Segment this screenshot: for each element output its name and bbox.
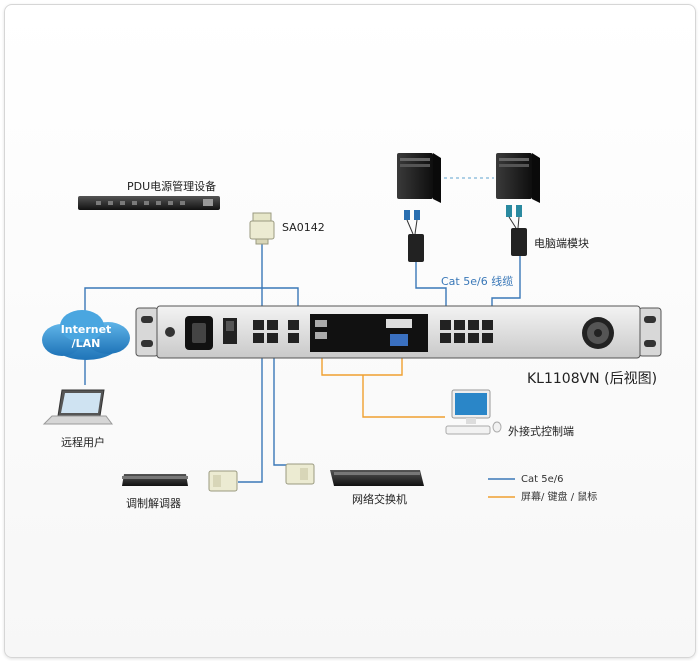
legend: Cat 5e/6 屏幕/ 键盘 / 鼠标 xyxy=(488,474,597,503)
switch-label: 网络交换机 xyxy=(352,492,407,506)
console-cable-kvm xyxy=(321,350,403,376)
console-label: 外接式控制端 xyxy=(508,424,574,438)
pdu-device xyxy=(78,196,220,210)
internet-cloud xyxy=(42,310,130,360)
pdu-label: PDU电源管理设备 xyxy=(127,179,216,193)
cable-kvm-to-modem xyxy=(238,345,263,483)
cloud-label-line1: Internet xyxy=(61,323,112,336)
kvm-switch xyxy=(135,305,662,359)
server-left xyxy=(397,153,441,203)
legend-label-cat: Cat 5e/6 xyxy=(521,474,563,485)
cloud-label-line2: /LAN xyxy=(72,337,101,350)
server-right xyxy=(496,153,540,203)
console-cables xyxy=(321,350,445,418)
switch-adapter xyxy=(285,463,315,485)
computer-module-right xyxy=(506,205,527,256)
remote-user-label: 远程用户 xyxy=(61,435,105,449)
sa0142-adapter xyxy=(249,212,275,245)
modem-label: 调制解调器 xyxy=(126,496,181,510)
cable-kvm-to-switch xyxy=(273,345,305,466)
console-cable-to-console xyxy=(362,375,445,418)
cable-label: Cat 5e/6 线缆 xyxy=(441,274,513,288)
laptop xyxy=(42,389,113,425)
modem-device xyxy=(122,474,188,486)
computer-module-label: 电脑端模块 xyxy=(534,237,589,250)
computer-module-left xyxy=(404,210,424,262)
legend-label-console: 屏幕/ 键盘 / 鼠标 xyxy=(521,490,597,503)
network-switch xyxy=(330,470,424,486)
modem-adapter xyxy=(208,470,238,492)
adapter-label: SA0142 xyxy=(282,221,325,234)
external-console xyxy=(445,389,502,435)
cable-lan-to-kvm xyxy=(84,287,299,330)
cable-module1-to-kvm xyxy=(415,262,447,318)
model-label: KL1108VN (后视图) xyxy=(527,371,657,387)
